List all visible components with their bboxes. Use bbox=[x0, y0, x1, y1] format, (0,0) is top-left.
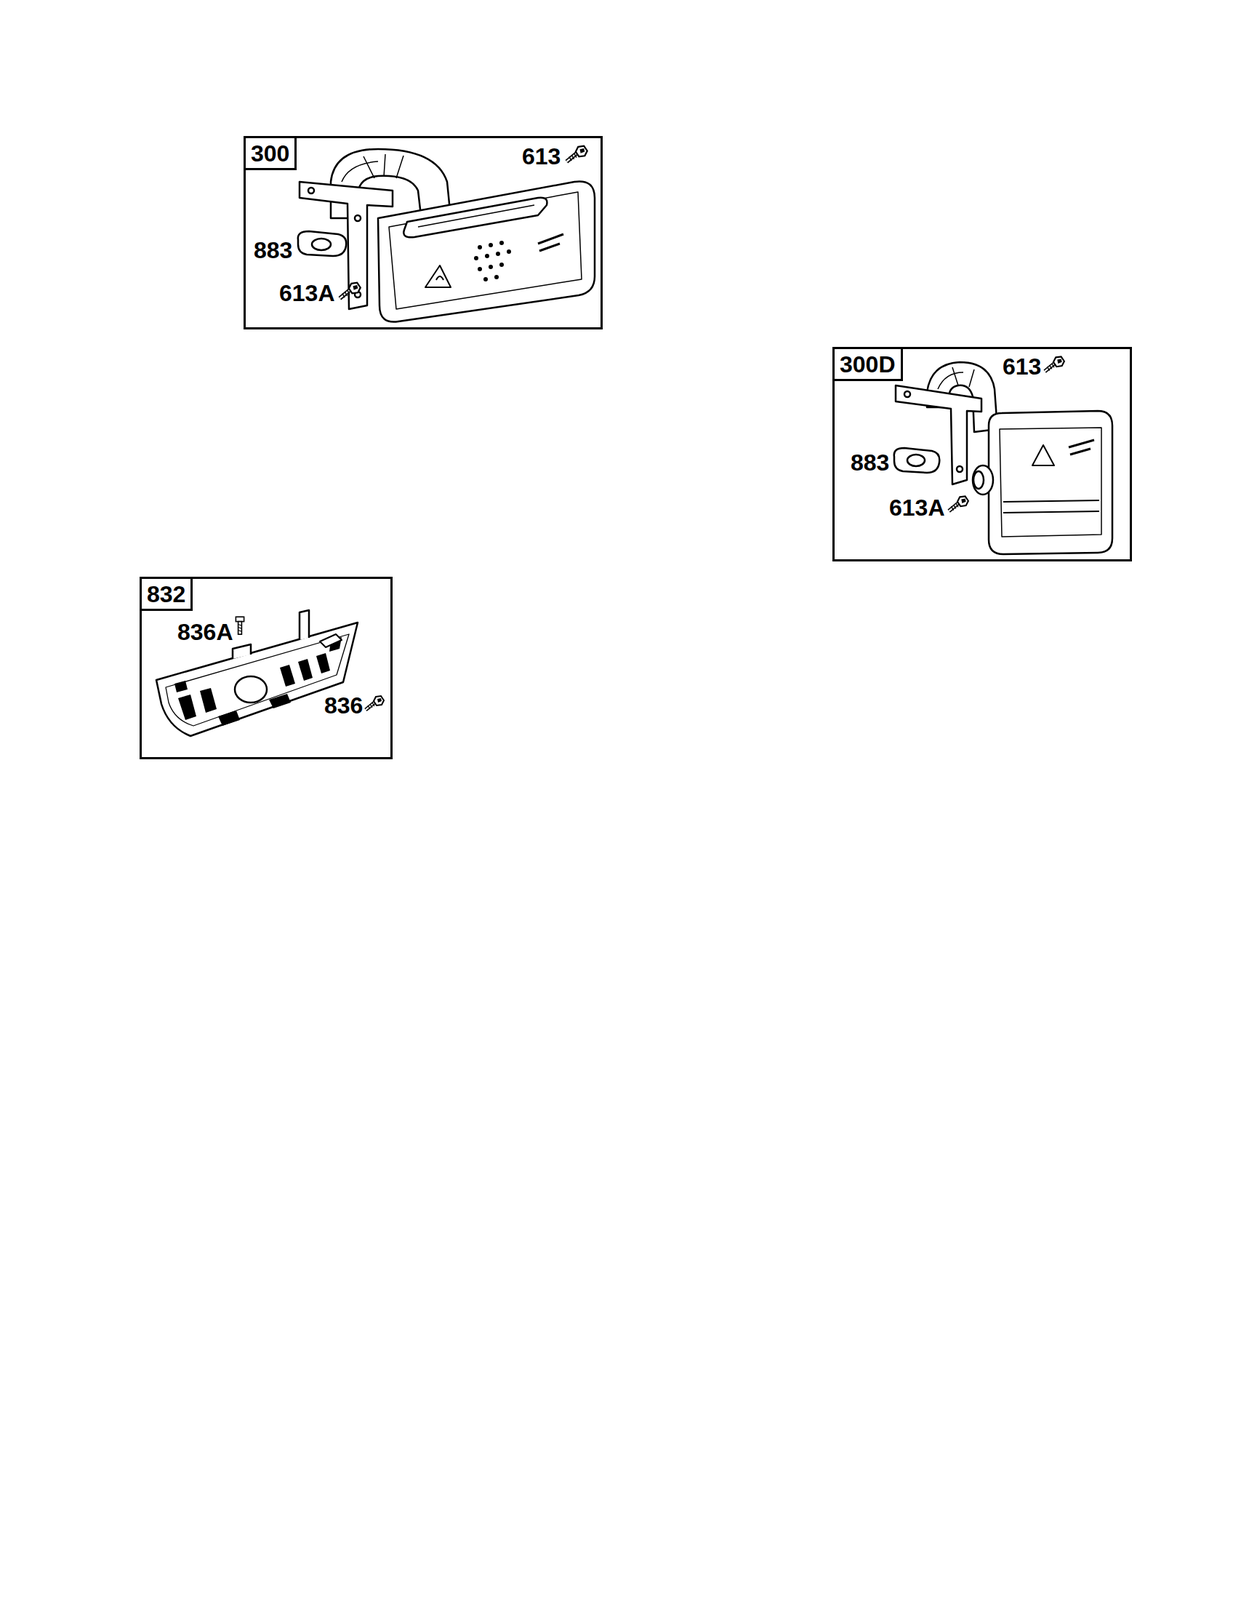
illustration-part bbox=[1044, 356, 1065, 371]
callout-number: 883 bbox=[850, 450, 890, 475]
illustration-part bbox=[174, 680, 188, 693]
illustration-part bbox=[506, 249, 512, 254]
illustration-part bbox=[477, 266, 483, 272]
illustration-part bbox=[298, 231, 347, 256]
parts-frame: 832 836A 836 bbox=[139, 576, 393, 759]
illustration-part bbox=[972, 465, 994, 495]
illustration-part bbox=[484, 253, 490, 259]
callout-number: 836A bbox=[177, 620, 234, 644]
illustration-part bbox=[499, 240, 504, 246]
figure-number: 300D bbox=[832, 346, 903, 381]
illustration-part bbox=[156, 609, 358, 736]
illustration-part bbox=[388, 191, 582, 309]
illustration-part bbox=[904, 391, 911, 397]
illustration-part bbox=[298, 149, 595, 323]
illustration-part bbox=[311, 238, 331, 251]
illustration-part bbox=[199, 687, 217, 713]
illustration-part bbox=[1003, 500, 1100, 513]
illustration-part bbox=[1068, 439, 1095, 455]
illustration-part bbox=[436, 276, 444, 280]
illustration-part bbox=[365, 695, 384, 710]
illustration-part bbox=[178, 694, 197, 720]
illustration-part bbox=[308, 187, 315, 194]
illustration-part bbox=[894, 447, 941, 473]
illustration-part bbox=[165, 633, 349, 726]
illustration-part bbox=[474, 240, 512, 282]
figure-number: 300 bbox=[243, 135, 297, 171]
illustration-part bbox=[174, 636, 342, 726]
illustration-part bbox=[948, 495, 969, 511]
parts-frame: 300D 613 883 613A bbox=[832, 346, 1132, 562]
illustration-part bbox=[378, 181, 595, 322]
illustration-part bbox=[319, 633, 342, 648]
callout-number: 613A bbox=[279, 281, 336, 305]
illustration-part bbox=[298, 658, 313, 681]
illustration-part bbox=[341, 154, 404, 182]
illustration-part bbox=[937, 367, 975, 389]
illustration-part bbox=[235, 616, 244, 634]
illustration-part bbox=[488, 242, 493, 248]
illustration-part bbox=[999, 427, 1102, 537]
illustration-part bbox=[907, 454, 925, 467]
illustration-part bbox=[537, 234, 564, 251]
illustration-part bbox=[279, 664, 296, 687]
illustration-part bbox=[988, 410, 1113, 554]
illustration-part bbox=[566, 146, 587, 163]
parts-frame: 300 613 883 613A bbox=[243, 135, 603, 330]
illustration-part bbox=[477, 245, 483, 250]
callout-number: 836 bbox=[324, 693, 363, 717]
illustration-part bbox=[234, 676, 267, 703]
illustration-part bbox=[339, 282, 360, 299]
illustration-part bbox=[474, 255, 479, 261]
illustration-part bbox=[488, 264, 493, 269]
callout-number: 613A bbox=[889, 495, 946, 520]
illustration-part bbox=[232, 644, 251, 659]
callout-number: 883 bbox=[253, 238, 293, 262]
illustration-part bbox=[973, 471, 984, 489]
illustration-part bbox=[894, 362, 1113, 554]
illustration-part bbox=[956, 466, 963, 472]
illustration-part bbox=[425, 265, 451, 288]
callout-number: 613 bbox=[1002, 354, 1042, 379]
illustration-part bbox=[483, 276, 488, 282]
illustration-part bbox=[268, 693, 291, 709]
callout-number: 613 bbox=[521, 144, 561, 168]
illustration-part bbox=[1032, 444, 1055, 466]
illustration-part bbox=[499, 262, 504, 267]
illustration-part bbox=[494, 274, 499, 280]
illustration-part bbox=[299, 609, 309, 640]
illustration-part bbox=[403, 197, 547, 238]
illustration-part bbox=[418, 205, 535, 227]
illustration-part bbox=[218, 710, 240, 726]
illustration-part bbox=[354, 215, 361, 222]
illustration-part bbox=[495, 251, 501, 256]
illustration-part bbox=[316, 652, 331, 674]
figure-number: 832 bbox=[139, 576, 193, 611]
